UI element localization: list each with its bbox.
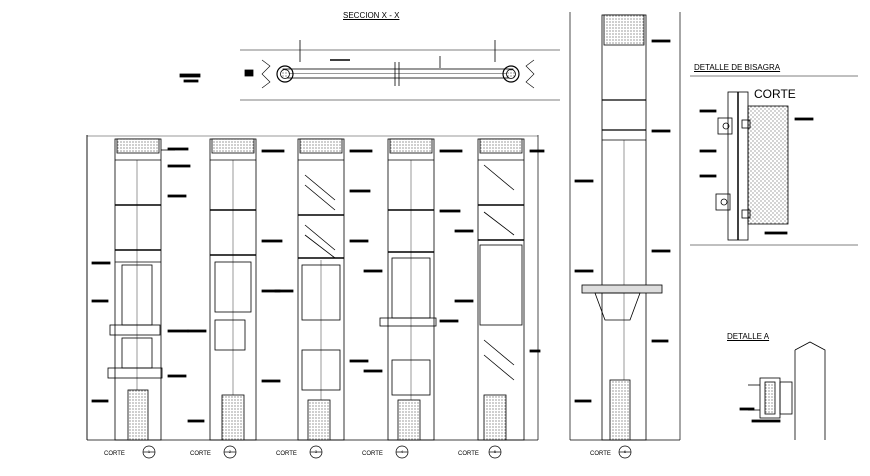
section-title: SECCION X - X xyxy=(343,11,400,20)
cut-number-5: 5 xyxy=(493,449,497,454)
cut-number-2: 2 xyxy=(228,449,232,454)
detail-a xyxy=(739,341,826,440)
elevation-5 xyxy=(454,138,545,441)
cut-markers xyxy=(142,445,632,459)
cut-number-3: 3 xyxy=(314,449,318,454)
elevation-6-tall xyxy=(569,12,681,441)
elevation-1 xyxy=(91,138,191,441)
hinge-detail xyxy=(690,75,858,246)
cut-number-6: 6 xyxy=(623,449,627,454)
hinge-detail-title: DETALLE DE BISAGRA xyxy=(694,63,781,72)
section-x-x-plan xyxy=(179,40,560,101)
cut-number-4: 4 xyxy=(400,449,404,454)
elevation-4 xyxy=(363,138,463,441)
cut-label-4: CORTE xyxy=(362,451,383,457)
elevation-3 xyxy=(274,138,373,441)
detail-a-title: DETALLE A xyxy=(727,332,770,341)
cut-label-1: CORTE xyxy=(104,451,125,457)
cut-label-2: CORTE xyxy=(190,451,211,457)
elevation-2 xyxy=(187,138,285,441)
hinge-cut-label: CORTE xyxy=(754,87,796,101)
cut-label-5: CORTE xyxy=(458,451,479,457)
cut-number-1: 1 xyxy=(147,449,151,454)
cut-label-3: CORTE xyxy=(276,451,297,457)
cut-label-6: CORTE xyxy=(590,451,611,457)
